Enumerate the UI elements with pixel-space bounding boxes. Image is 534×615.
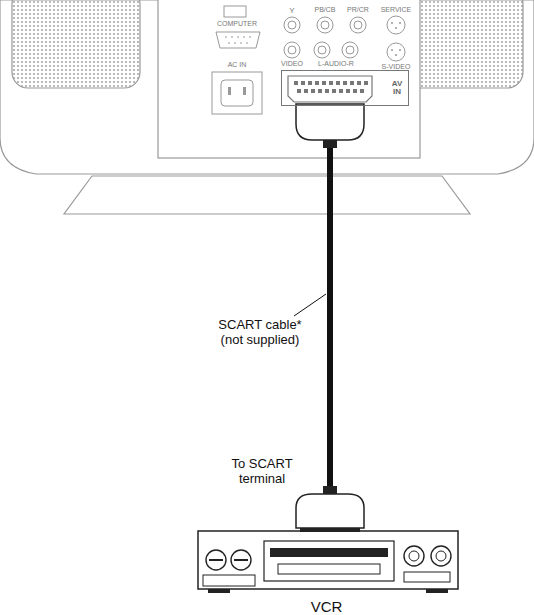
leader-line (294, 294, 326, 316)
device-label: VCR (311, 599, 343, 615)
port-label: Y (289, 6, 294, 15)
scart-cable (327, 106, 333, 527)
port-label: PR/CR (347, 6, 369, 14)
port-label: SERVICE (381, 6, 412, 14)
vcr-illustration (198, 531, 458, 593)
vcr-device: VCR (196, 527, 460, 615)
scart-socket-box: AV IN (281, 70, 409, 106)
scart-plug (296, 486, 364, 532)
mini-din-port (387, 16, 405, 61)
speaker-grille (12, 0, 140, 88)
terminal-label: To SCART terminal (220, 457, 304, 487)
port-label: COMPUTER (217, 20, 257, 28)
vga-port (216, 32, 260, 48)
port-label: L-AUDIO-R (318, 60, 354, 68)
cable-label: SCART cable* (not supplied) (212, 318, 308, 348)
ac-inlet (212, 72, 262, 114)
port-cover (224, 6, 246, 17)
tv-housing (0, 0, 534, 174)
rca-jack (284, 17, 366, 58)
port-label: AC IN (228, 61, 247, 69)
scart-socket (288, 76, 372, 102)
stand-plate (64, 176, 470, 214)
port-label: VIDEO (281, 60, 303, 68)
scart-plug (296, 104, 364, 148)
port-label: PB/CB (314, 6, 335, 14)
connector-panel (158, 0, 420, 158)
speaker-grille (395, 0, 523, 88)
port-label: AV IN (389, 80, 405, 97)
port-label: S-VIDEO (382, 63, 411, 71)
